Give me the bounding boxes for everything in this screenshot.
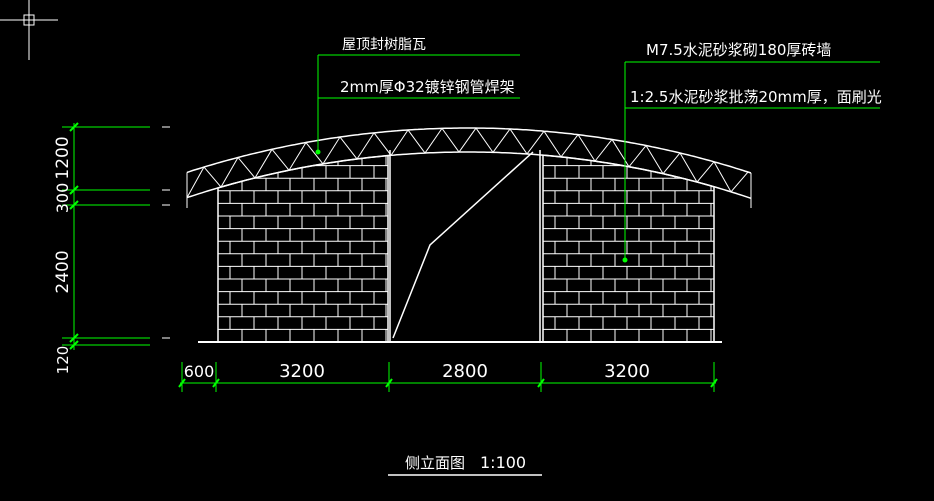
- drawing-scale: 1:100: [480, 453, 526, 472]
- annotation-wall-spec: M7.5水泥砂浆砌180厚砖墙: [646, 41, 831, 59]
- cad-cursor-crosshair-icon: [0, 0, 58, 60]
- dim-label-2800: 2800: [442, 361, 488, 382]
- dim-label-120: 120: [54, 346, 72, 375]
- dim-label-3200-right: 3200: [604, 361, 650, 382]
- dim-label-2400: 2400: [53, 250, 73, 293]
- leader-roof-truss: [315, 54, 520, 155]
- annotation-truss-spec: 2mm厚Φ32镀锌钢管焊架: [340, 78, 515, 96]
- dimension-horizontal: [178, 362, 718, 392]
- roof-steel-truss: [186, 127, 752, 208]
- dim-label-1200: 1200: [53, 136, 73, 179]
- dim-label-3200-left: 3200: [279, 361, 325, 382]
- door-opening: [389, 150, 541, 342]
- annotation-roof-material: 屋顶封树脂瓦: [342, 37, 426, 53]
- dim-label-600: 600: [184, 362, 215, 381]
- dimension-vertical: [62, 122, 170, 350]
- annotation-plaster-spec: 1:2.5水泥砂浆批荡20mm厚，面刷光: [630, 88, 882, 106]
- dim-label-300: 300: [53, 183, 72, 214]
- brick-wall-left: [217, 154, 389, 343]
- leader-wall: [622, 61, 880, 263]
- brick-wall-right: [542, 154, 715, 343]
- drawing-title: 侧立面图: [405, 454, 465, 472]
